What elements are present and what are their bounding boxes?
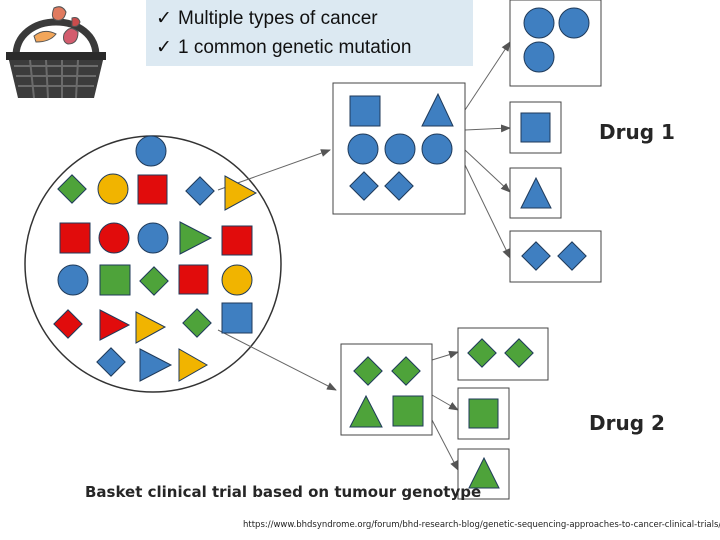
drug2-green-square — [392, 395, 424, 427]
arrow-to-green-diamonds — [431, 350, 459, 361]
drug1-blue-triangle — [421, 92, 454, 127]
blue-circles-box — [509, 0, 602, 87]
sorted-green-diamond — [467, 338, 497, 368]
tumour-yellow-triangle — [224, 175, 258, 211]
drug1-blue-circle — [384, 133, 416, 165]
drug2-label: Drug 2 — [589, 411, 665, 435]
drug1-label: Drug 1 — [599, 120, 675, 144]
sorted-blue-circle — [523, 41, 555, 73]
sorted-blue-circle — [523, 7, 555, 39]
checklist-box: ✓ Multiple types of cancer ✓ 1 common gene… — [146, 0, 473, 66]
sorted-blue-diamond — [521, 241, 551, 271]
sorted-blue-triangle — [520, 176, 552, 209]
check-mark-icon: ✓ — [156, 37, 172, 58]
tumour-red-square — [137, 174, 168, 205]
tumour-blue-circle — [135, 135, 167, 167]
drug1-blue-circle — [347, 133, 379, 165]
arrow-to-blue-triangles — [464, 149, 511, 193]
arrow-to-green-squares — [431, 394, 459, 411]
checklist-item: ✓ Multiple types of cancer — [156, 7, 378, 30]
tumour-yellow-triangle — [135, 311, 167, 344]
tumour-red-square — [221, 225, 253, 256]
sorted-green-triangle — [468, 456, 500, 489]
drug2-green-diamond — [353, 356, 383, 386]
sorted-green-square — [468, 398, 499, 429]
tumour-red-triangle — [99, 309, 131, 341]
arrow-to-blue-circles — [464, 41, 511, 111]
tumour-blue-diamond — [96, 347, 126, 377]
tumour-blue-square — [221, 302, 253, 334]
source-url: https://www.bhdsyndrome.org/forum/bhd-re… — [243, 520, 720, 530]
tumour-blue-diamond — [185, 176, 215, 206]
tumour-green-diamond — [57, 174, 87, 204]
patient-pool-circle — [24, 135, 282, 393]
drug1-blue-diamond — [384, 171, 414, 201]
sorted-blue-circle — [558, 7, 590, 39]
check-mark-icon: ✓ — [156, 8, 172, 29]
checklist-item-text: 1 common genetic mutation — [178, 37, 412, 58]
sorted-blue-square — [520, 112, 551, 143]
basket-with-organs-icon — [6, 6, 106, 99]
drug1-blue-square — [349, 95, 381, 127]
arrow-to-blue-squares — [464, 124, 511, 133]
tumour-green-triangle — [179, 221, 213, 255]
tumour-yellow-circle — [97, 173, 129, 205]
sorted-green-diamond — [504, 338, 534, 368]
tumour-red-square — [178, 264, 209, 295]
sorted-blue-diamond — [557, 241, 587, 271]
arrow-to-green-triangles — [431, 419, 459, 471]
tumour-red-circle — [98, 222, 130, 254]
arrows — [217, 41, 511, 471]
arrow-to-drug2-group — [217, 329, 337, 391]
tumour-red-square — [59, 222, 91, 254]
tumour-blue-circle — [137, 222, 169, 254]
tumour-blue-circle — [57, 264, 89, 296]
tumour-red-diamond — [53, 309, 83, 339]
tumour-green-diamond — [182, 308, 212, 338]
drug1-blue-diamond — [349, 171, 379, 201]
drug2-green-triangle — [349, 394, 383, 428]
checklist-item: ✓ 1 common genetic mutation — [156, 36, 411, 59]
tumour-green-diamond — [139, 266, 169, 296]
drug1-blue-circle — [421, 133, 453, 165]
tumour-green-square — [99, 264, 131, 296]
tumour-yellow-triangle — [178, 348, 209, 382]
tumour-yellow-circle — [221, 264, 253, 296]
tumour-blue-triangle — [139, 348, 173, 382]
arrow-to-blue-diamonds — [464, 164, 511, 259]
diagram-caption: Basket clinical trial based on tumour ge… — [85, 483, 482, 501]
drug2-green-diamond — [391, 356, 421, 386]
checklist-item-text: Multiple types of cancer — [178, 8, 378, 29]
